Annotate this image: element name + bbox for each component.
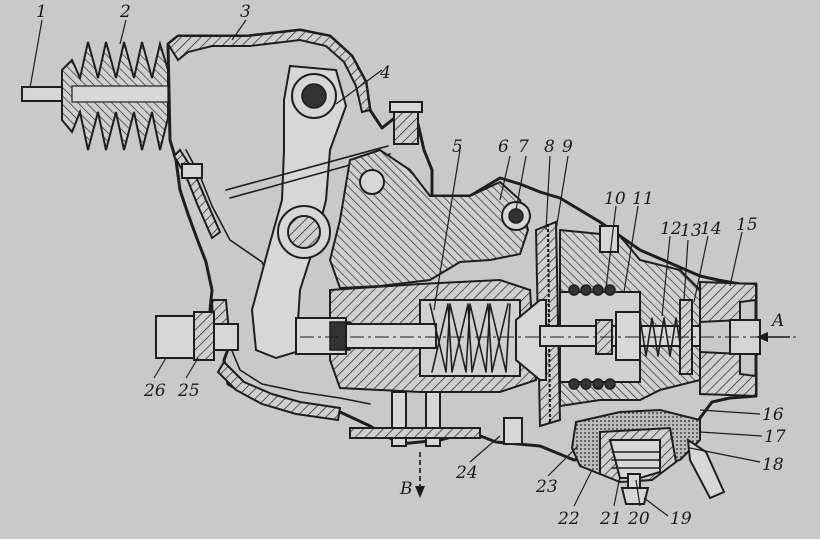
callout-labels: 1 2 3 4 5 6 7 8 9 10 11 12 13 14 15 16 1… <box>36 2 786 529</box>
callout-26: 26 <box>143 381 166 401</box>
rubber-boot <box>61 40 169 151</box>
callout-19: 19 <box>670 509 692 529</box>
pivot-casting <box>328 148 531 290</box>
callout-15: 15 <box>736 215 758 235</box>
callout-3: 3 <box>240 2 251 22</box>
callout-9: 9 <box>562 137 573 157</box>
lever <box>225 64 391 360</box>
callout-20: 20 <box>627 509 650 529</box>
valve-spring-coils <box>568 284 616 390</box>
callout-5: 5 <box>452 137 463 157</box>
adjusting-screw <box>389 101 423 145</box>
diaphragm <box>515 220 562 428</box>
direction-label-b: B <box>399 479 413 499</box>
callout-13: 13 <box>680 221 702 241</box>
side-bolt <box>181 163 203 179</box>
inlet-fitting <box>699 280 761 398</box>
arrow-b <box>415 452 425 498</box>
arrow-a <box>756 332 790 342</box>
callout-12: 12 <box>660 219 682 239</box>
callout-7: 7 <box>518 137 529 157</box>
callout-17: 17 <box>764 427 786 447</box>
callout-16: 16 <box>762 405 784 425</box>
callout-14: 14 <box>700 219 722 239</box>
callout-1: 1 <box>36 2 47 22</box>
callout-21: 21 <box>599 509 622 529</box>
callout-22: 22 <box>557 509 580 529</box>
callout-11: 11 <box>632 189 654 209</box>
callout-24: 24 <box>455 463 478 483</box>
callout-8: 8 <box>544 137 555 157</box>
direction-label-a: A <box>770 311 784 331</box>
callout-6: 6 <box>498 137 509 157</box>
valve-body <box>539 225 701 408</box>
leader-lines <box>29 19 763 517</box>
callout-2: 2 <box>119 2 131 22</box>
bottom-valve <box>570 408 726 505</box>
callout-23: 23 <box>535 477 558 497</box>
mounting-studs <box>349 391 523 447</box>
callout-25: 25 <box>177 381 200 401</box>
callout-18: 18 <box>762 455 784 475</box>
callout-10: 10 <box>604 189 626 209</box>
adjuster-bolt <box>155 311 239 361</box>
callout-4: 4 <box>379 63 391 83</box>
plunger-spring <box>429 303 511 373</box>
